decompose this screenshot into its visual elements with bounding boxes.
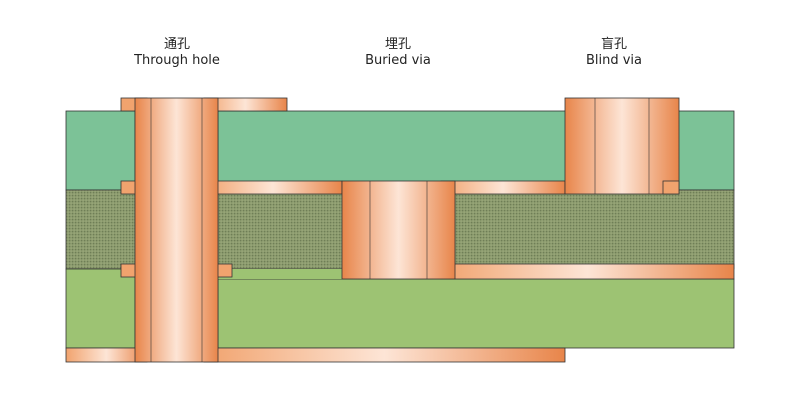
buried-via-barrel [341, 180, 456, 280]
label-buried-via-cn: 埋孔 [384, 37, 411, 52]
blind-via-pad-right [662, 180, 680, 195]
buried-via-top-pad-right [440, 180, 566, 195]
top-dielectric-middle [217, 110, 581, 191]
label-blind-via-en: Blind via [585, 53, 643, 69]
label-buried-via: 埋孔 Buried via [318, 37, 478, 70]
label-through-hole-en: Through hole [134, 53, 220, 69]
label-through-hole-cn: 通孔 [163, 37, 190, 52]
top-dielectric-left [65, 110, 136, 191]
label-through-hole: 通孔 Through hole [97, 37, 257, 70]
middle-dielectric-middle [217, 189, 357, 270]
bottom-dielectric-fill [218, 269, 342, 279]
label-buried-via-en: Buried via [365, 53, 431, 69]
blind-via-barrel [564, 97, 680, 195]
through-hole-bottom-pad-right [203, 347, 566, 363]
bottom-dielectric-middle [217, 278, 735, 349]
middle-dielectric-left [65, 189, 136, 270]
label-blind-via: 盲孔 Blind via [534, 37, 694, 70]
buried-via-bottom-pad [440, 263, 735, 280]
through-hole-inner-pad-1-right [203, 180, 343, 195]
bottom-dielectric-left [65, 268, 136, 349]
label-blind-via-cn: 盲孔 [600, 37, 627, 52]
middle-dielectric-right [440, 189, 735, 270]
through-hole-barrel [134, 97, 219, 363]
